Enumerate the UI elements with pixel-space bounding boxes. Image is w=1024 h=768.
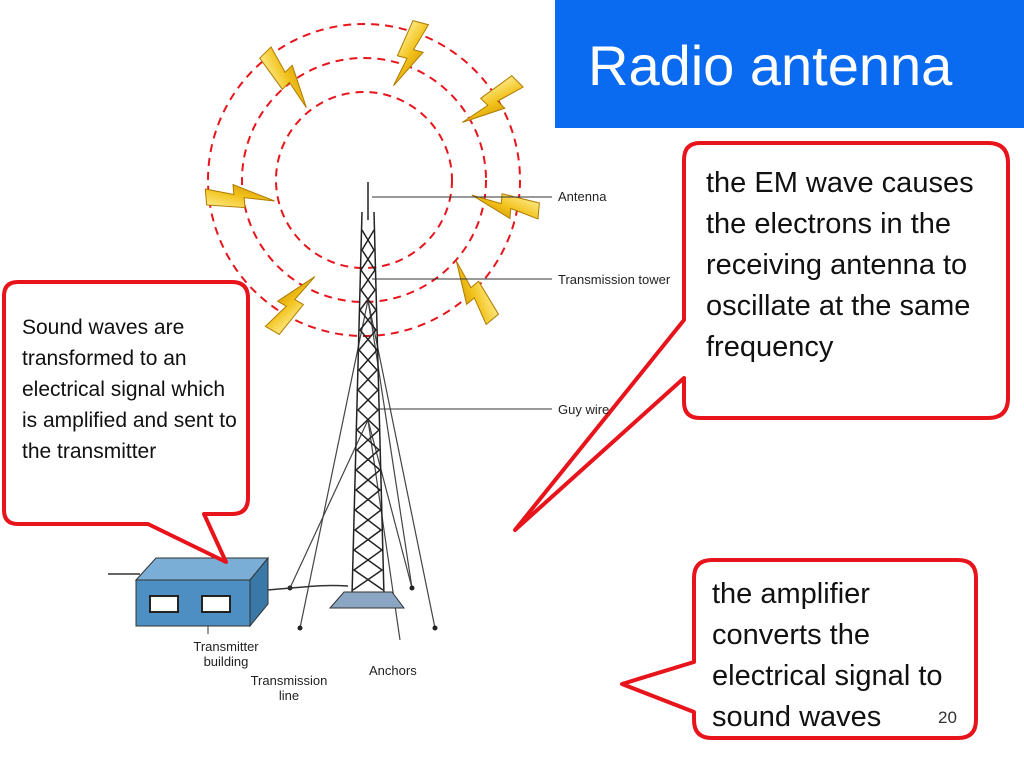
transmission-tower (351, 182, 385, 597)
transmission-line (265, 584, 349, 591)
callout-bottom-text: the amplifier converts the electrical si… (712, 578, 943, 733)
slide-title: Radio antenna (588, 34, 953, 97)
callout-right-bubble (513, 141, 1010, 532)
guy-wires (289, 299, 436, 641)
transmitter-building (134, 556, 270, 628)
label-anchors: Anchors (369, 663, 417, 678)
label-antenna: Antenna (558, 189, 607, 204)
label-transmission-tower: Transmission tower (558, 272, 671, 287)
label-guy-wire: Guy wire (558, 402, 610, 417)
label-leader-lines (207, 196, 552, 634)
callout-left-text: Sound waves are transformed to an electr… (22, 316, 237, 463)
radio-wave-circles (207, 23, 521, 337)
callout-left-bubble (2, 280, 250, 564)
callout-right-text: the EM wave causes the electrons in the … (706, 167, 974, 363)
label-transmission-line: Transmission line (250, 673, 328, 703)
title-bar (555, 0, 1024, 128)
lightning-bolts (204, 18, 541, 338)
slide-number: 20 (938, 708, 957, 727)
tower-base (328, 591, 405, 609)
callout-bottom-bubble (620, 558, 978, 740)
label-transmitter-building: Transmitter building (193, 639, 259, 669)
